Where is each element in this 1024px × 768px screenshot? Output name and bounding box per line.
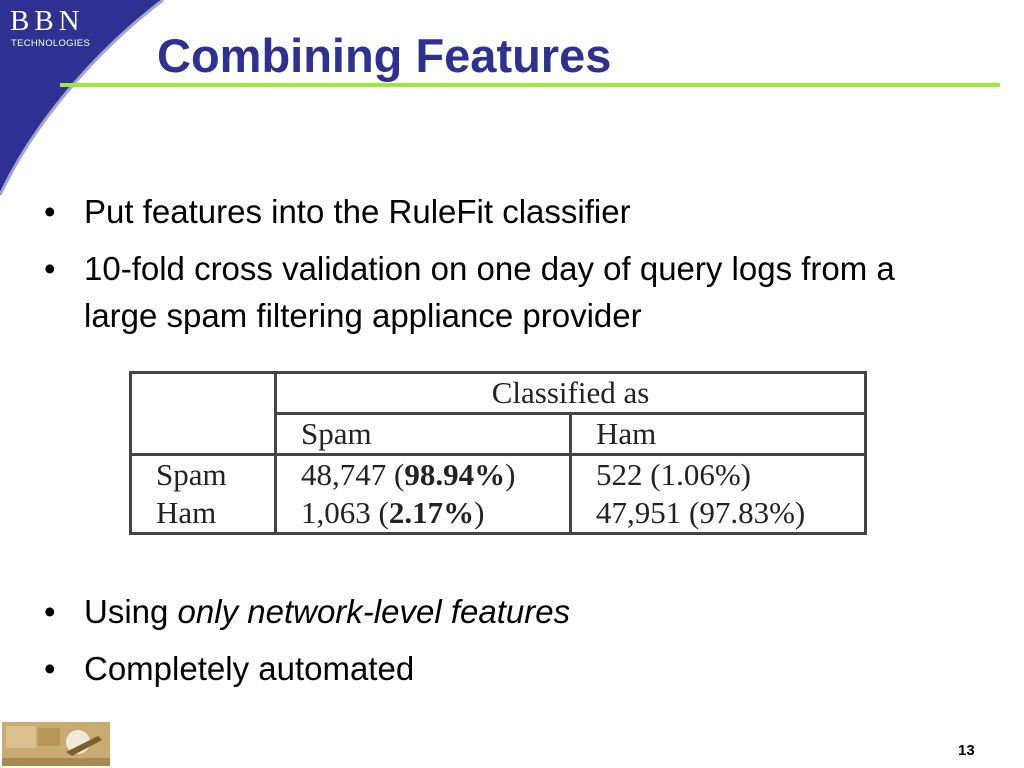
bullet-dot-icon: • xyxy=(44,593,56,630)
table-corner-cell xyxy=(130,413,276,456)
bullet-text: 10-fold cross validation on one day of q… xyxy=(84,250,895,334)
table-row: Spam 48,747 (98.94%) 522 (1.06%) xyxy=(131,454,866,494)
bullet-dot-icon: • xyxy=(44,193,56,230)
bullet-emphasis: only network-level features xyxy=(177,593,571,630)
table-row: Ham 1,063 (2.17%) 47,951 (97.83%) xyxy=(131,494,866,534)
page-number: 13 xyxy=(958,742,975,759)
bullet-dot-icon: • xyxy=(44,250,56,287)
column-header-ham: Ham xyxy=(569,413,866,456)
table-group-header: Classified as xyxy=(274,372,866,415)
cell-ham-spam: 1,063 (2.17%) xyxy=(274,494,571,534)
table-corner-cell xyxy=(131,373,276,414)
table-header-row: Classified as xyxy=(131,372,866,415)
bullet-text: Put features into the RuleFit classifier xyxy=(84,193,631,230)
bullet-item: • Completely automated xyxy=(44,645,974,692)
bullet-dot-icon: • xyxy=(44,650,56,687)
bullet-text: Using xyxy=(84,593,178,630)
row-label-spam: Spam xyxy=(156,457,227,492)
bullet-text: Completely automated xyxy=(84,650,415,687)
institution-logo xyxy=(2,722,110,766)
bullet-list-top: • Put features into the RuleFit classifie… xyxy=(44,188,974,339)
bullet-list-bottom: • Using only network-level features • Comp… xyxy=(44,588,974,692)
cell-spam-spam: 48,747 (98.94%) xyxy=(274,454,571,494)
cell-ham-ham: 47,951 (97.83%) xyxy=(569,494,866,534)
table-column-header-row: Spam Ham xyxy=(130,413,866,456)
bullet-item: • 10-fold cross validation on one day of … xyxy=(44,245,974,339)
bullet-item: • Put features into the RuleFit classifie… xyxy=(44,188,974,235)
cell-spam-ham: 522 (1.06%) xyxy=(569,454,866,494)
title-underline xyxy=(60,83,1000,87)
bullet-item: • Using only network-level features xyxy=(44,588,974,635)
company-logo-subtext: TECHNOLOGIES xyxy=(11,38,91,49)
company-logo: BBN xyxy=(10,5,85,37)
column-header-spam: Spam xyxy=(274,413,571,456)
corner-decoration xyxy=(0,0,164,196)
row-label-ham: Ham xyxy=(156,495,217,530)
confusion-matrix-table: Classified as Spam Ham Spam 48,747 (98.9… xyxy=(129,371,867,535)
slide-title: Combining Features xyxy=(157,29,612,82)
